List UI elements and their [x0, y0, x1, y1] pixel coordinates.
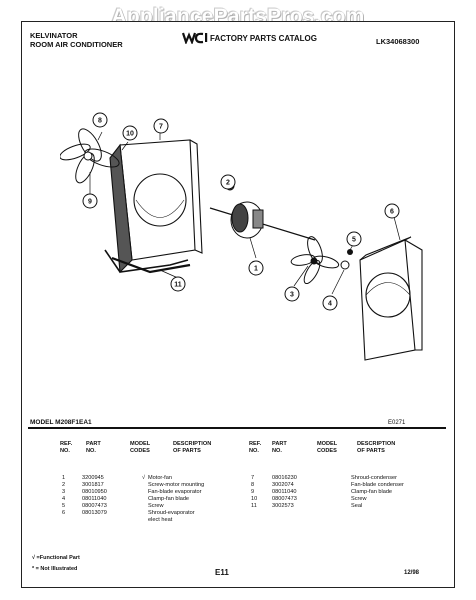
product-type: ROOM AIR CONDITIONER: [30, 40, 123, 49]
header-description-right: DESCRIPTION OF PARTS: [357, 441, 396, 454]
callout-1: 1: [254, 266, 258, 273]
callout-2: 2: [226, 180, 230, 187]
callout-10: 10: [126, 131, 134, 138]
clamp-fan-blade: [340, 260, 350, 270]
callout-4: 4: [328, 301, 332, 308]
page-number: E11: [215, 568, 229, 577]
exploded-parts-diagram: 8 10 7 2 1 3 4 5 6 11 9: [60, 112, 423, 361]
header-part-no: PART NO.: [86, 441, 101, 454]
header-model-codes: MODEL CODES: [130, 441, 151, 454]
header-description: DESCRIPTION OF PARTS: [173, 441, 212, 454]
catalog-title: FACTORY PARTS CATALOG: [210, 34, 317, 43]
callout-3: 3: [290, 292, 294, 299]
functional-part-note: √ =Functional Part: [32, 555, 80, 561]
brand-name: KELVINATOR: [30, 31, 78, 40]
condenser-shroud: [104, 139, 203, 274]
seal: [111, 256, 191, 274]
evaporator-fan-blade: [290, 236, 340, 285]
model-label: MODEL M208F1EA1: [30, 419, 92, 426]
callout-9: 9: [88, 199, 92, 206]
callout-6: 6: [390, 209, 394, 216]
callout-5: 5: [352, 237, 356, 244]
header-ref-no: REF. NO.: [60, 441, 73, 454]
evaporator-shroud: [359, 236, 423, 361]
divider-line: [28, 427, 446, 429]
callout-8: 8: [98, 118, 102, 125]
header-part-no-right: PART NO.: [272, 441, 287, 454]
callout-7: 7: [159, 124, 163, 131]
model-code: E0271: [388, 420, 406, 426]
wci-logo-icon: [182, 32, 208, 44]
catalog-number: LK34068300: [376, 37, 420, 46]
revision-date: 12/98: [404, 570, 420, 576]
screw: [347, 249, 353, 255]
motor-fan: [209, 181, 316, 241]
header-model-codes-right: MODEL CODES: [317, 441, 338, 454]
not-illustrated-note: * = Not Illustrated: [32, 566, 78, 572]
callout-11: 11: [174, 282, 182, 289]
header-ref-no-right: REF. NO.: [249, 441, 262, 454]
condenser-fan-blade: [60, 128, 120, 184]
